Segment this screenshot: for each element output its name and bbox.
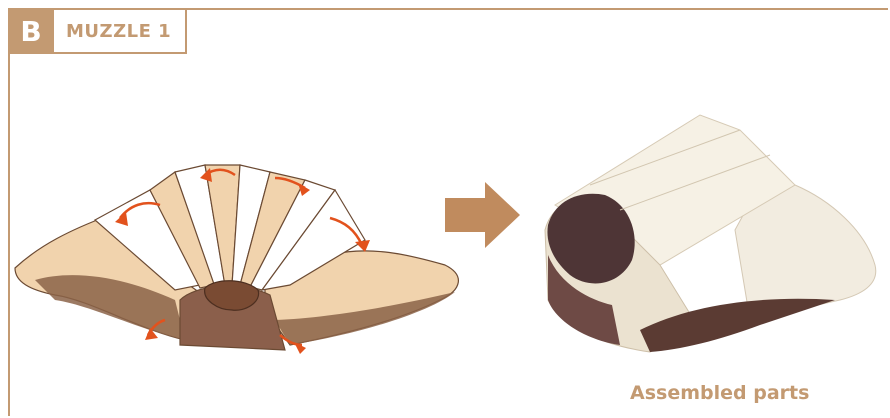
assembled-muzzle [545, 115, 876, 352]
assembled-parts-caption: Assembled parts [630, 382, 809, 404]
result-arrow-icon [445, 182, 520, 248]
unfolded-muzzle-template [15, 165, 458, 354]
